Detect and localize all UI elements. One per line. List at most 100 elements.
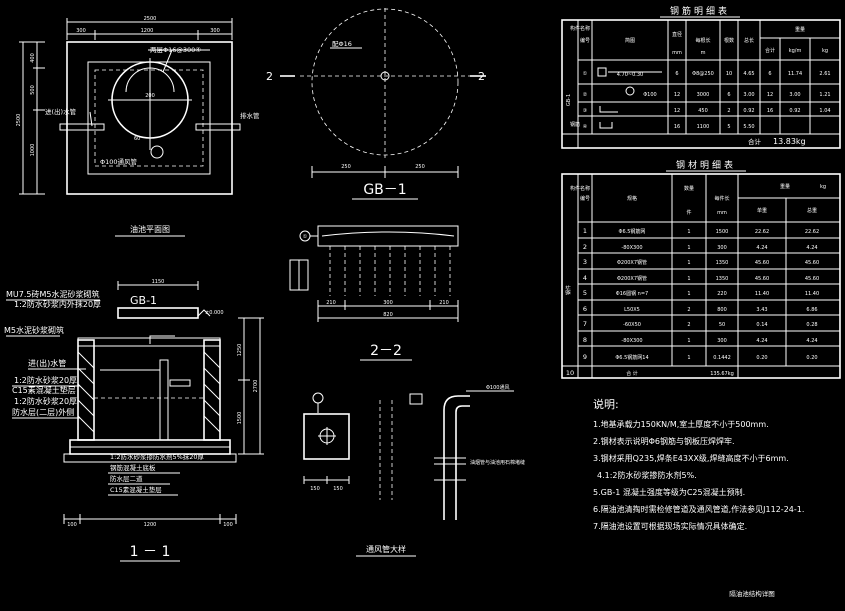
s11-callout-1: MU7.5砖M5水泥砂浆砌筑 [6,289,99,299]
material-table-title: 钢材明细表 [676,159,736,171]
mat-r3-qty: 1 [687,260,690,266]
notes-title: 说明: [593,397,619,411]
plan-outlet-label: 排水管 [240,111,260,120]
plan-left-dim-2: 500 [30,85,36,95]
plan-vent-label: Φ100通风管 [100,157,138,166]
rebar-r3-a: 0.92 [789,108,800,114]
s22-total: 820 [383,312,393,318]
plan-sixty-dim: 60 [134,136,140,142]
mat-r9-w1: 0.20 [756,355,767,361]
plan-left-total: 2500 [16,114,22,127]
rebar-h-sketch: 简图 [625,37,635,44]
rebar-r1-id: ① [583,71,588,77]
mat-r3-spec: Φ200X7钢管 [617,259,647,266]
rebar-r2-tot: 3.00 [743,92,754,98]
mat-sub-unit: 单重 [757,207,767,214]
rebar-sub-mm: mm [672,50,682,56]
rebar-r3-w: 16 [767,108,773,114]
mat-r9-no: 9 [583,353,587,361]
s22-title: 2－2 [370,343,402,359]
mat-r3-len: 1350 [716,260,729,266]
rebar-table: 钢筋明细表 构件名称 编号 简图 直径 每根长 根数 总长 重量 mm m kg… [561,5,841,149]
s22-callout: ① [303,234,308,240]
mat-r2-w1: 4.24 [756,245,767,251]
s11-callout-3: M5水泥砂浆砌筑 [4,325,64,335]
s11-callout-4: 进(出)水管 [28,358,66,368]
gb1-section-left: 2 [266,70,273,83]
s11-bottom-dim-3: 100 [223,522,233,528]
rebar-sub-sum: 合计 [765,47,775,54]
rebar-sub-m: m [701,50,706,56]
mat-r4-spec: Φ200X7钢管 [617,275,647,282]
vent-plan-square [303,413,350,460]
rebar-r2-n: 6 [727,92,730,98]
s11-top-dim: 1150 [152,279,165,285]
plan-left-dim-3: 1000 [30,144,36,157]
mat-r2-w2: 4.24 [806,245,817,251]
vent-tag: Φ100通风 [486,384,509,391]
mat-h-qty: 数量 [684,185,694,192]
s11-callout-8: 防水层(二层)外侧 [12,407,74,417]
s11-elevation: ±0.000 [205,310,224,316]
mat-r3-w1: 45.60 [755,260,769,266]
mat-r6-spec: L50X5 [624,307,640,313]
mat-r9-qty: 1 [687,355,690,361]
mat-h-len: 每件长 [714,195,729,202]
rebar-r4-tot: 5.50 [743,124,754,130]
rebar-side-label-2: 钢筋 [570,121,580,128]
mat-h-spec: 规格 [627,195,637,202]
mat-r5-qty: 1 [687,291,690,297]
vent-dim-2: 150 [333,486,343,492]
rebar-r1-b: 2.61 [819,71,830,77]
rebar-h-weight: 重量 [795,26,805,33]
plan-title: 油池平面图 [130,224,170,234]
gb1-rebar-label: 配Φ16 [332,40,352,48]
note-2: 2.钢材表示说明Φ6钢筋与钢板压焊焊牢. [593,436,735,446]
mat-r9-len: 0.1442 [713,355,731,361]
mat-h-weight: 重量 [780,183,790,190]
plan-top-dim-3: 300 [210,28,220,34]
note-5: 5.GB-1 混凝土强度等级为C25混凝土预制. [593,487,745,497]
gb1-dim-1: 250 [341,164,351,170]
mat-r3-w2: 45.60 [805,260,819,266]
rebar-r4-sub: 1100 [697,124,710,130]
rebar-r3-tot: 0.92 [743,108,754,114]
rebar-r4-dia: 16 [674,124,680,130]
mat-r1-w2: 22.62 [805,229,819,235]
s11-bottom-1: 1:2防水砂浆掺防水剂5%抹20厚 [110,452,205,461]
rebar-side-label: GB-1 [566,94,572,106]
mat-sub-kg: kg [820,184,826,190]
plan-inlet-pipe [59,123,105,131]
mat-r7-w2: 0.28 [806,322,817,328]
note-1: 1.地基承载力150KN/M,室土厚度不小于500mm. [593,419,769,429]
rebar-r2-a: 3.00 [789,92,800,98]
gb1-dim-2: 250 [415,164,425,170]
mat-r1-no: 1 [583,227,587,235]
s11-right-dim-3: 2700 [253,380,259,393]
mat-r2-len: 300 [717,245,727,251]
s11-callout-2: 1:2防水砂浆内外抹20厚 [14,299,101,309]
s11-callout-6: C15素混凝土垫层 [12,385,76,395]
mat-r2-spec: -80X300 [621,245,642,251]
note-6: 6.隔油池清掏时需检修管道及通风管道,作法参见J112-24-1. [593,504,804,514]
mat-sub-mm: mm [717,210,727,216]
vent-dim-1: 150 [310,486,320,492]
s11-gb-label: GB-1 [130,294,157,307]
mat-r8-spec: -80X300 [621,338,642,344]
plan-top-total: 2500 [144,16,157,22]
mat-side-label: 钢件 [565,285,572,295]
mat-r7-no: 7 [583,320,587,328]
section-1-1: MU7.5砖M5水泥砂浆砌筑 1:2防水砂浆内外抹20厚 M5水泥砂浆砌筑 进(… [4,279,264,562]
mat-r5-w2: 11.40 [805,291,819,297]
mat-r1-w1: 22.62 [755,229,769,235]
mat-r4-no: 4 [583,274,587,282]
s11-callout-5: 1:2防水砂浆20厚 [14,375,77,385]
mat-r2-qty: 1 [687,245,690,251]
rebar-r3-dia: 12 [674,108,680,114]
sheet-title: 隔油池结构详图 [729,589,775,598]
note-3: 3.钢材采用Q235,焊条E43XX级,焊缝高度不小于6mm. [593,453,789,463]
rebar-r1-len: 4.70~0.30 [617,72,643,78]
rebar-r3-sub: 450 [698,108,708,114]
rebar-total: 13.83kg [773,137,806,146]
plan-left-dim-1: 400 [30,53,36,63]
